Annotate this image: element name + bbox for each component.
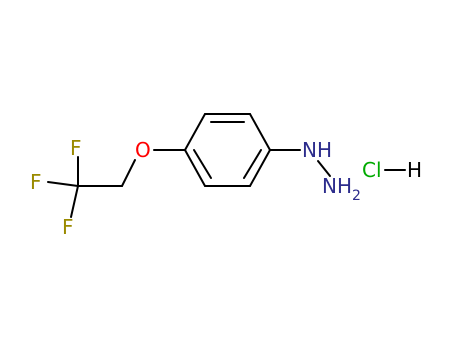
bond-oxygen-to-ch2 xyxy=(121,159,136,187)
oxygen-label: O xyxy=(135,138,151,162)
bond-c-to-f-left xyxy=(47,181,79,187)
nh-label: NH xyxy=(302,138,332,162)
fluorine-label-top: F xyxy=(70,136,82,160)
ring-bond-top-left xyxy=(184,113,206,151)
chlorine-label: Cl xyxy=(362,158,382,182)
hydrogen-label: H xyxy=(407,158,422,182)
nh2-label: NH xyxy=(322,174,352,198)
ring-double-bond-left xyxy=(193,149,212,179)
ring-double-bond-right xyxy=(243,149,262,179)
fluorine-label-bottom: F xyxy=(62,215,74,239)
ring-bond-top-right xyxy=(249,113,271,151)
ring-bond-bottom-left xyxy=(184,149,206,187)
bond-c-to-f-bottom xyxy=(70,185,79,218)
ring-bond-bottom-right xyxy=(249,149,271,187)
nh2-subscript: 2 xyxy=(352,188,361,204)
bond-nh-to-nh2 xyxy=(317,160,331,177)
benzene-ring xyxy=(184,113,271,187)
fluorine-label-left: F xyxy=(30,170,42,194)
substituent-bonds xyxy=(47,149,406,218)
